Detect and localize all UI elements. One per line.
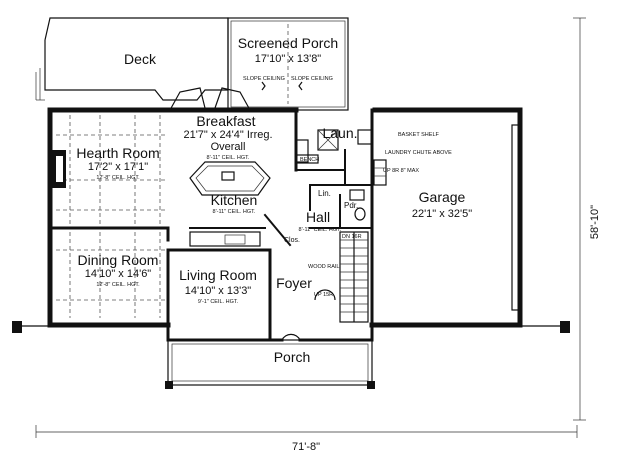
- down-16r-label: DN 16R: [342, 234, 362, 240]
- kitchen-ceiling: 8'-11" CEIL. HGT.: [213, 209, 256, 215]
- breakfast-bay-left: [169, 87, 206, 111]
- laundry-chute-label: LAUNDRY CHUTE ABOVE: [385, 150, 452, 156]
- dining-ceiling-lines: [56, 232, 165, 318]
- breakfast-ceiling: 8'-11" CEIL. HGT.: [207, 155, 250, 161]
- breakfast-label: Breakfast: [196, 113, 255, 129]
- dining-room-ceiling: 12'-8" CEIL. HGT.: [96, 282, 140, 288]
- up-15r-label: UP 15R: [314, 292, 333, 298]
- bench-label: BENCH: [300, 157, 319, 163]
- basket-shelf-label: BASKET SHELF: [398, 132, 439, 138]
- linen-label: Lin.: [318, 189, 331, 198]
- foyer-label: Foyer: [276, 275, 312, 291]
- dimension-lines: [35, 17, 586, 438]
- deck: [35, 17, 229, 101]
- hearth-room-ceiling: 12'-8" CEIL. HGT.: [96, 175, 140, 181]
- garage-steps: [373, 159, 387, 186]
- dining-room-dims: 14'10" x 14'6": [85, 268, 152, 280]
- overall-depth-label: 58'-10": [589, 205, 601, 239]
- kitchen-label: Kitchen: [211, 192, 258, 208]
- garage-label: Garage: [419, 189, 466, 205]
- dining-room-label: Dining Room: [78, 252, 159, 268]
- screened-porch-label: Screened Porch: [238, 35, 338, 51]
- hearth-room-dims: 17'2" x 17'1": [88, 161, 148, 173]
- living-room-dims: 14'10" x 13'3": [185, 285, 252, 297]
- hearth-ceiling-lines: [56, 115, 165, 225]
- hearth-room-label: Hearth Room: [76, 145, 159, 161]
- breakfast-dims: 21'7" x 24'4" Irreg.: [183, 129, 272, 141]
- living-room-ceiling: 9'-1" CEIL. HGT.: [198, 299, 239, 305]
- closet-label: Clos.: [284, 237, 300, 244]
- garage-dims: 22'1" x 32'5": [412, 208, 472, 220]
- porch: [165, 339, 375, 389]
- fireplace: [52, 150, 66, 188]
- screened-porch-dims: 17'10" x 13'8": [255, 53, 322, 65]
- wood-rail-label: WOOD RAIL: [308, 264, 339, 270]
- living-room-label: Living Room: [179, 267, 257, 283]
- hall-label: Hall: [306, 209, 330, 225]
- overall-width-label: 71'-8": [292, 441, 320, 453]
- front-door: [281, 333, 301, 341]
- porch-label: Porch: [274, 349, 311, 365]
- powder-label: Pdr.: [344, 201, 358, 210]
- up-8r-label: UP 8R 8" MAX: [383, 168, 419, 174]
- laundry-fixtures: [295, 129, 373, 164]
- main-stair: [314, 231, 369, 323]
- slope-ceiling-left: SLOPE CEILING: [243, 76, 285, 82]
- slope-ceiling-right: SLOPE CEILING: [291, 76, 333, 82]
- front-ledges: [12, 321, 570, 333]
- laundry-label: Laun.: [322, 125, 357, 141]
- kitchen-fixtures: [189, 139, 309, 247]
- hall-ceiling: 8'-11" CEIL. HGT.: [299, 227, 342, 233]
- powder-fixtures: [349, 189, 366, 221]
- breakfast-bay-right: [214, 87, 251, 111]
- breakfast-overall: Overall: [211, 141, 246, 153]
- deck-label: Deck: [124, 51, 157, 67]
- garage-door-track: [511, 124, 521, 311]
